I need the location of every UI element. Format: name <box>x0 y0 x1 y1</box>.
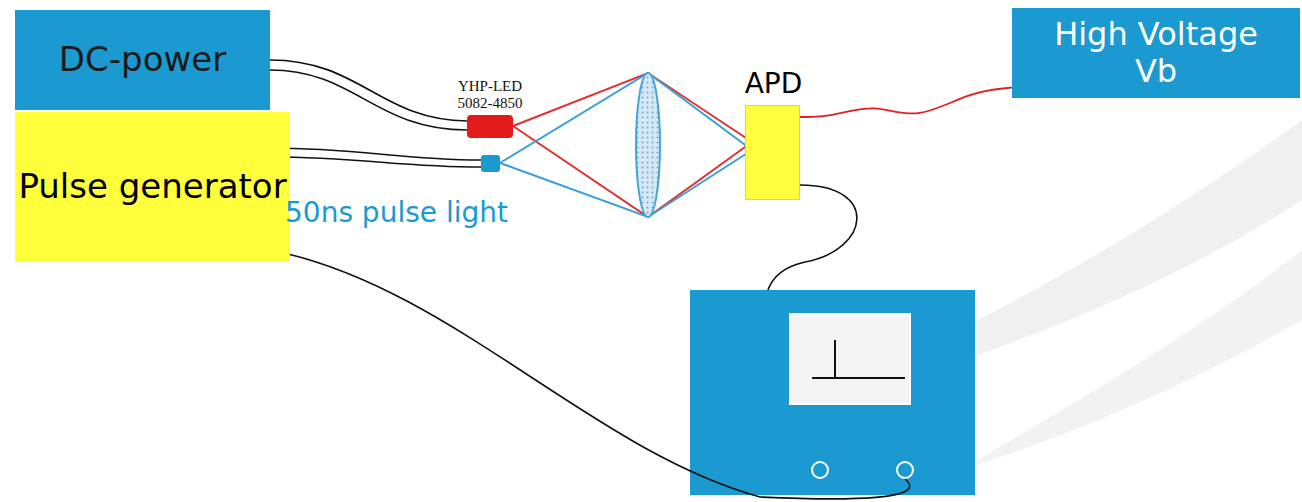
led-part-label: YHP-LED 5082-4850 <box>440 78 540 113</box>
background-swoosh <box>760 120 1302 420</box>
light-ray <box>500 73 752 163</box>
node-label: DC-power <box>59 40 226 79</box>
pulse-light-label: 50ns pulse light <box>285 197 508 229</box>
lens <box>636 73 660 217</box>
power-wire <box>270 60 467 121</box>
red-led <box>467 115 513 138</box>
power-supply-box: DC-power <box>15 10 270 110</box>
pulse-wire <box>270 157 481 167</box>
trigger-wire <box>270 250 910 499</box>
node-label: High Voltage Vb <box>1051 16 1261 90</box>
power-wire <box>270 70 467 130</box>
node-label: APD <box>745 68 803 100</box>
scope-screen <box>790 314 910 404</box>
blue-led <box>481 155 500 172</box>
scope-input <box>897 462 913 478</box>
pulse-generator-box: Pulse generator <box>15 112 290 262</box>
background-swoosh <box>960 250 1302 470</box>
node-label: Pulse generator <box>18 167 286 206</box>
scope-trace <box>812 340 905 378</box>
light-ray <box>500 150 752 217</box>
bias-wire <box>800 88 1012 117</box>
high-voltage-box: High Voltage Vb <box>1012 8 1300 98</box>
scope-input <box>812 462 828 478</box>
apd-box: APD <box>745 105 800 200</box>
oscilloscope <box>690 290 975 495</box>
light-ray <box>513 126 752 217</box>
